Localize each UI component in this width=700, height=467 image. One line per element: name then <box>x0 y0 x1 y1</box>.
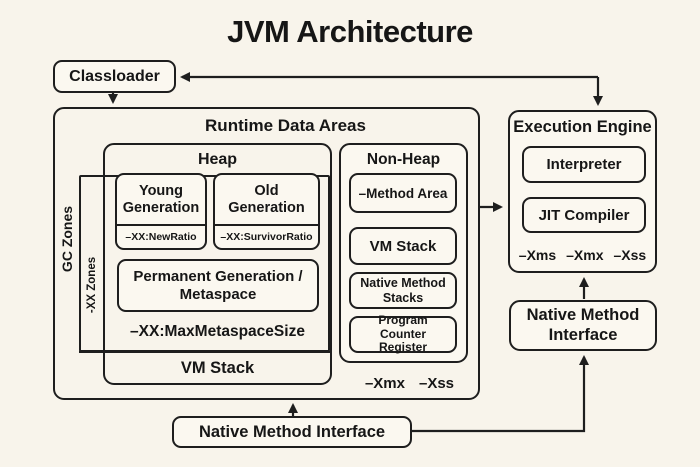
native-method-interface-bottom-box: Native Method Interface <box>172 416 412 448</box>
jit-compiler-box: JIT Compiler <box>522 197 646 233</box>
non-heap-label: Non-Heap <box>366 151 441 168</box>
runtime-data-areas-box <box>53 107 480 400</box>
flag-xmx: –Xmx <box>566 247 604 263</box>
method-area-label: –Method Area <box>358 185 448 201</box>
execution-engine-flags: –Xms –Xmx –Xss <box>508 247 657 263</box>
classloader-label: Classloader <box>69 67 160 85</box>
young-generation-label: Young Generation <box>122 182 200 216</box>
classloader-box: Classloader <box>53 60 176 93</box>
old-generation-box: Old Generation –XX:SurvivorRatio <box>213 173 320 250</box>
gc-zones-label: GC Zones <box>59 205 75 273</box>
old-generation-flag: –XX:SurvivorRatio <box>215 224 318 248</box>
runtime-data-areas-label: Runtime Data Areas <box>205 116 366 135</box>
old-generation-label: Old Generation <box>228 182 305 216</box>
heap-label: Heap <box>197 151 238 168</box>
non-heap-vm-stack-box: VM Stack <box>349 227 457 265</box>
max-metaspace-flag: –XX:MaxMetaspaceSize <box>130 323 305 340</box>
execution-engine-box <box>508 110 657 273</box>
permanent-generation-label: Permanent Generation / Metaspace <box>133 267 303 303</box>
flag-xss: –Xss <box>613 247 647 263</box>
native-method-interface-right-label: Native Method Interface <box>526 305 640 344</box>
young-generation-box: Young Generation –XX:NewRatio <box>115 173 207 250</box>
permanent-generation-box: Permanent Generation / Metaspace <box>117 259 319 312</box>
xx-zones-label: -XX Zones <box>86 256 98 314</box>
native-method-interface-bottom-label: Native Method Interface <box>198 422 386 441</box>
method-area-box: –Method Area <box>349 173 457 213</box>
heap-box <box>103 143 332 385</box>
flag-xss: –Xss <box>418 375 455 392</box>
flag-xms: –Xms <box>518 247 557 263</box>
non-heap-flags: –Xmx –Xss <box>339 375 480 392</box>
non-heap-vm-stack-label: VM Stack <box>369 237 437 255</box>
heap-vm-stack-divider <box>79 351 332 353</box>
execution-engine-label: Execution Engine <box>513 118 652 136</box>
young-generation-flag: –XX:NewRatio <box>117 224 205 248</box>
flag-xmx: –Xmx <box>364 375 405 392</box>
heap-vm-stack-label: VM Stack <box>180 359 255 377</box>
native-method-stacks-box: Native Method Stacks <box>349 272 457 309</box>
native-method-interface-right-box: Native Method Interface <box>509 300 657 351</box>
interpreter-label: Interpreter <box>546 156 622 173</box>
diagram-title: JVM Architecture <box>227 14 473 49</box>
interpreter-box: Interpreter <box>522 146 646 183</box>
program-counter-register-label: Program Counter Register <box>378 312 428 355</box>
program-counter-register-box: Program Counter Register <box>349 312 457 355</box>
native-method-stacks-label: Native Method Stacks <box>360 276 446 305</box>
jit-compiler-label: JIT Compiler <box>538 206 630 224</box>
